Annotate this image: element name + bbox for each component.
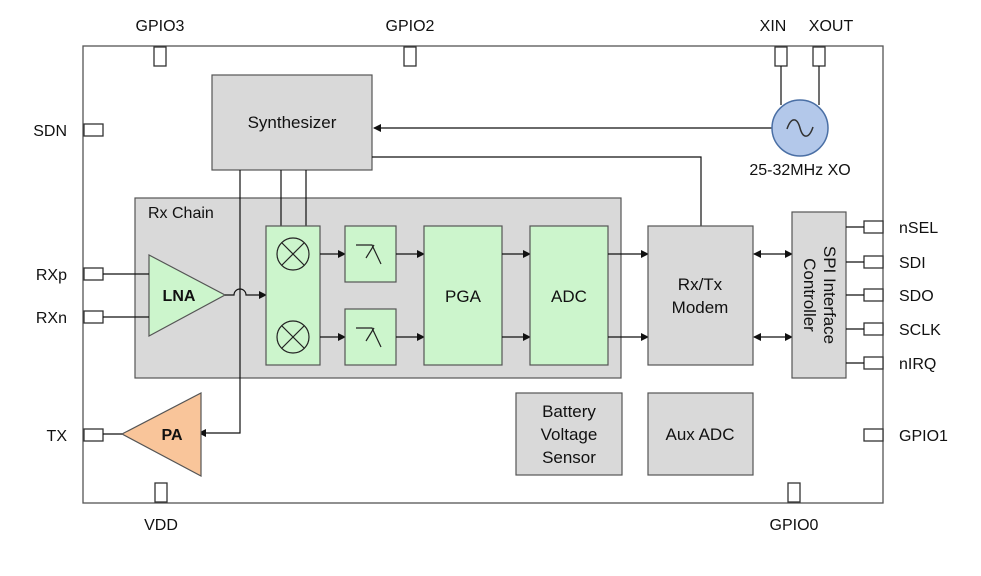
pin-stubs [83,46,884,503]
pin-label-vdd: VDD [144,517,178,534]
sine-wave-icon [786,119,814,137]
aux-adc-label: Aux ADC [666,425,735,444]
pin-sdi-stub [863,255,884,269]
aux-adc-block [647,392,754,476]
pin-label-gpio2: GPIO2 [386,18,435,35]
synthesizer-block [211,74,373,171]
modem-label-line1: Rx/Tx [678,275,723,294]
battery-label-line3: Sensor [542,448,596,467]
pin-label-nirq: nIRQ [899,356,936,373]
pin-label-sdo: SDO [899,288,934,305]
synth-to-modem-line [372,156,702,226]
pin-sdn-stub [83,123,104,137]
pa-amplifier [120,392,202,477]
pin-label-xout: XOUT [809,18,854,35]
pa-label: PA [161,427,182,444]
pin-rxn-stub [83,310,104,324]
adc-block [529,225,609,366]
modem-label-line2: Modem [672,298,729,317]
mixer-icon-bottom [276,320,310,354]
lna-amplifier [148,254,227,338]
spi-label-line2: Controller [800,258,819,332]
pin-rxp-stub [83,267,104,281]
pin-gpio1-stub [863,428,884,442]
pga-block [423,225,503,366]
pin-label-xin: XIN [760,18,787,35]
rx-chain-label: Rx Chain [148,205,214,222]
modem-block [647,225,754,366]
pin-label-sclk: SCLK [899,322,941,339]
pin-nirq-stub [863,356,884,370]
pin-label-tx: TX [47,428,68,445]
pin-vdd-stub [154,482,168,503]
spi-controller-block [791,211,847,379]
pin-label-gpio3: GPIO3 [136,18,185,35]
oscillator-label: 25-32MHz XO [749,162,850,179]
pin-gpio3-stub [153,46,167,67]
pin-label-gpio1: GPIO1 [899,428,948,445]
synthesizer-label: Synthesizer [248,113,337,132]
pin-label-nsel: nSEL [899,220,938,237]
battery-label-line1: Battery [542,402,596,421]
pin-sdo-stub [863,288,884,302]
synth-to-pa-line [198,170,241,437]
pin-label-gpio0: GPIO0 [770,517,819,534]
pin-label-rxn: RXn [36,310,67,327]
pin-xout-stub [812,46,826,67]
adc-label: ADC [551,287,587,306]
pin-xin-stub [774,46,788,67]
spi-label-line1: SPI Interface [820,246,839,344]
mixer-icon-top [276,237,310,271]
pin-gpio0-stub [787,482,801,503]
battery-label-line2: Voltage [541,425,598,444]
pin-nsel-stub [863,220,884,234]
pin-tx-stub [83,428,104,442]
filter-top-block [344,225,397,283]
lna-output-line [225,288,267,299]
pin-gpio2-stub [403,46,417,67]
pin-label-sdi: SDI [899,255,926,272]
lna-label: LNA [163,288,196,305]
pin-label-sdn: SDN [33,123,67,140]
filter-bottom-block [344,308,397,366]
lowpass-filter-icon-top [356,244,382,265]
pin-label-rxp: RXp [36,267,67,284]
lowpass-filter-icon-bottom [356,327,382,348]
battery-sensor-block [515,392,623,476]
pin-sclk-stub [863,322,884,336]
pga-label: PGA [445,287,482,306]
